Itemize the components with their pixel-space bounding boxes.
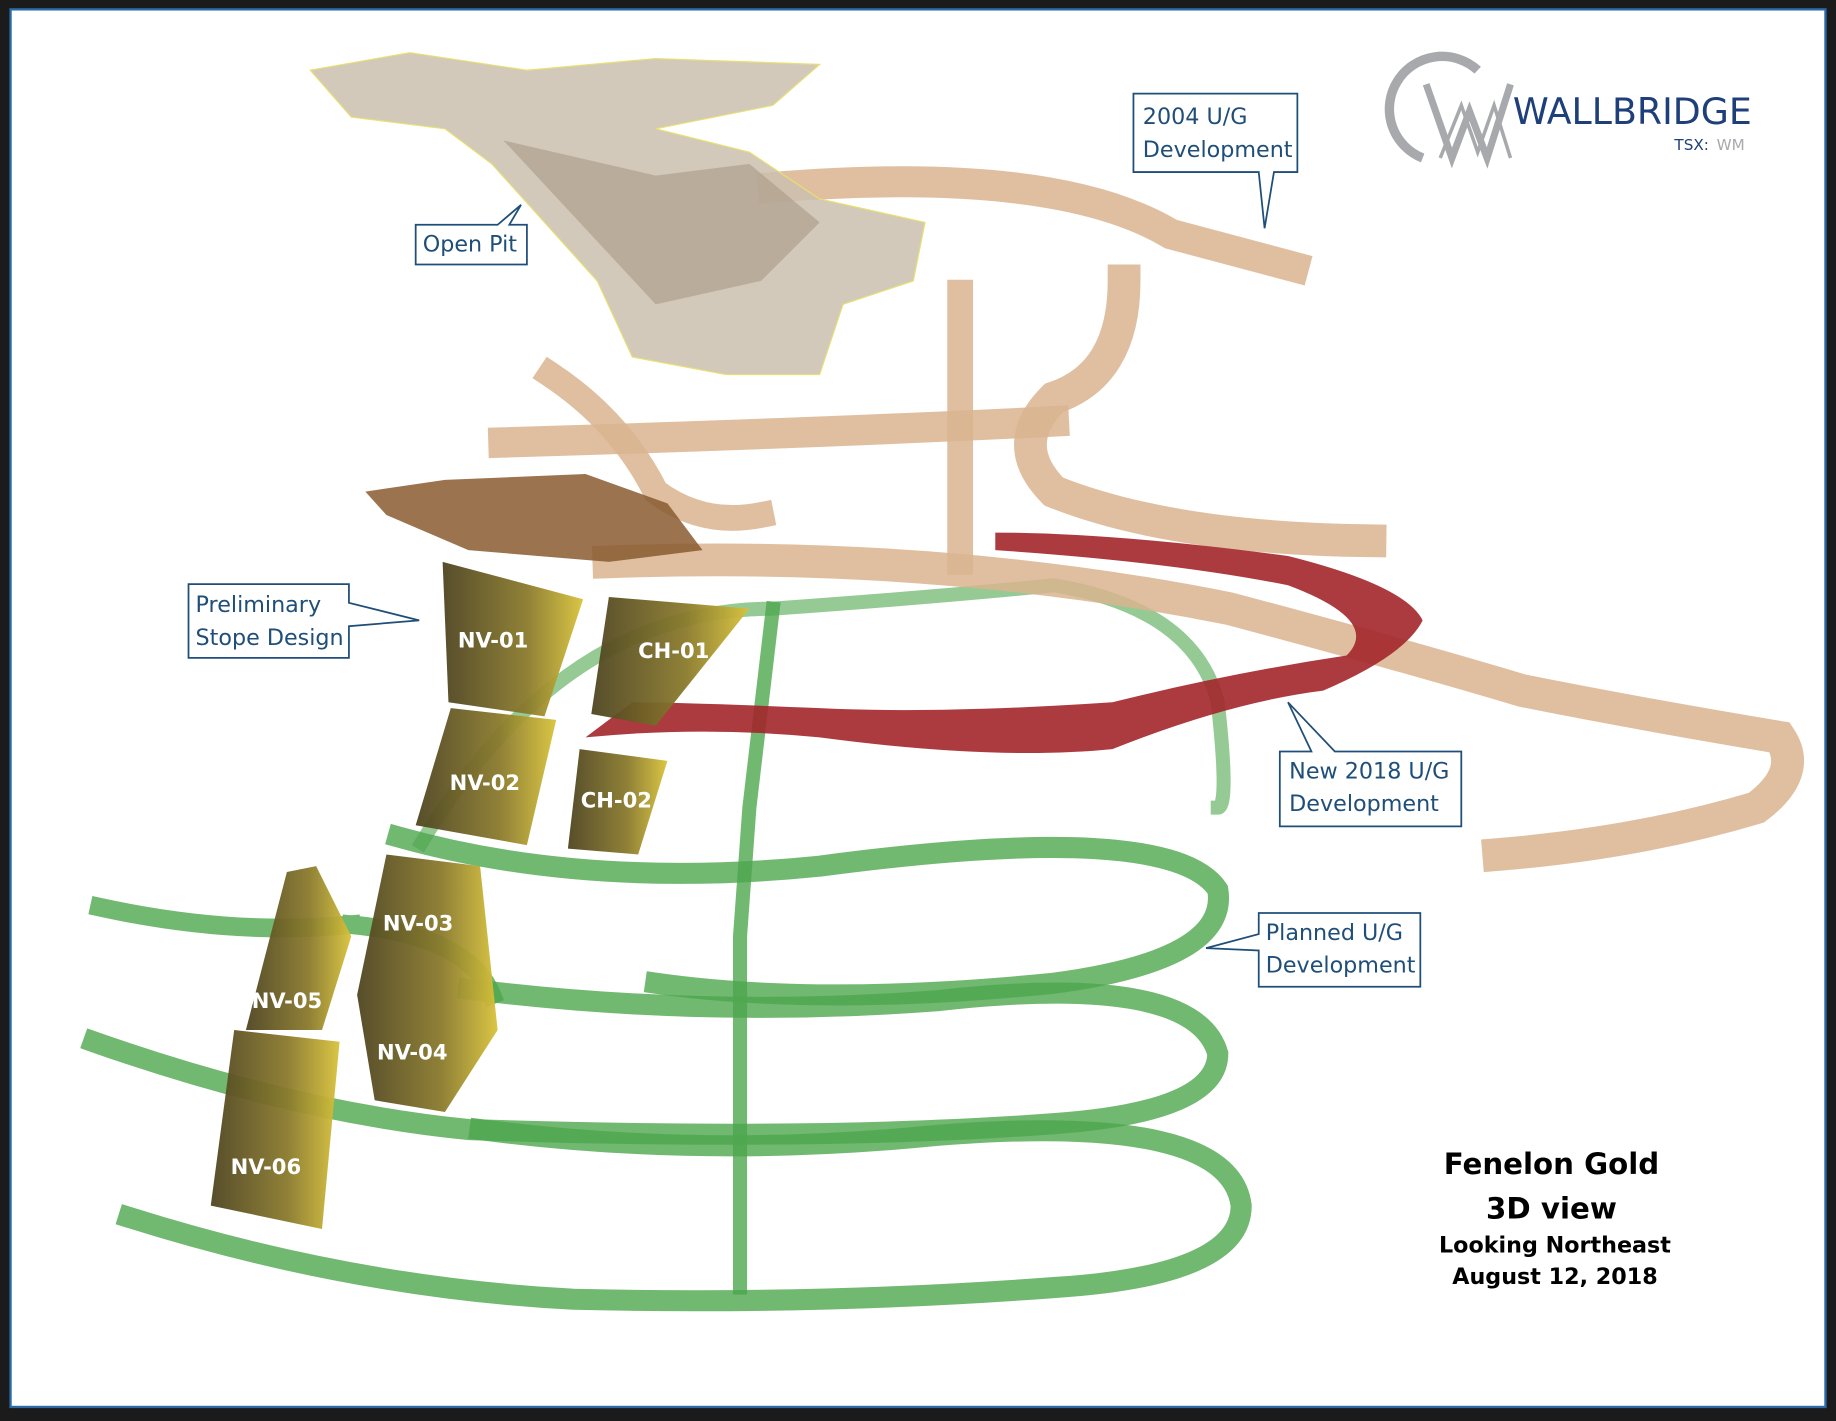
stope-label-nv-01: NV-01 (458, 627, 528, 652)
stope-label-nv-02: NV-02 (450, 770, 520, 795)
stope-label-ch-02: CH-02 (581, 788, 652, 813)
callout-2004-development: 2004 U/G Development (1132, 92, 1299, 229)
logo-wordmark: WALLBRIDGE (1513, 90, 1752, 133)
stope-label-nv-06: NV-06 (231, 1154, 301, 1179)
callout-stope-design: Preliminary Stope Design (187, 583, 420, 659)
logo-ticker: WM (1717, 136, 1745, 154)
callout-open-pit-text: Open Pit (423, 232, 518, 258)
callout-2004-line1: 2004 U/G (1143, 104, 1248, 130)
open-pit (309, 52, 926, 376)
callout-stope-line1: Preliminary (196, 592, 322, 618)
callout-2004-line2: Development (1143, 137, 1293, 163)
callout-planned-line1: Planned U/G (1266, 920, 1403, 946)
stopes (210, 561, 750, 1230)
near-surface-workings (365, 474, 703, 562)
stope-label-nv-04: NV-04 (377, 1039, 447, 1064)
view-direction: Looking Northeast (1439, 1232, 1671, 1258)
existing-development (487, 166, 1804, 873)
callout-open-pit: Open Pit (414, 204, 528, 266)
wallbridge-logo: WALLBRIDGE TSX: WM (1384, 51, 1752, 169)
title-block: Fenelon Gold 3D view Looking Northeast A… (1439, 1147, 1671, 1290)
callout-2018-line2: Development (1289, 791, 1439, 817)
callout-2018-line1: New 2018 U/G (1289, 758, 1449, 784)
stope-label-nv-05: NV-05 (252, 988, 322, 1013)
new-2018-development (585, 532, 1423, 754)
stope-label-ch-01: CH-01 (638, 638, 709, 663)
callout-stope-line2: Stope Design (196, 625, 344, 651)
callout-planned-line2: Development (1266, 953, 1416, 979)
callout-planned-development: Planned U/G Development (1205, 912, 1422, 988)
logo-ticker-prefix: TSX: (1673, 136, 1708, 154)
logo-mark-icon (1384, 51, 1481, 163)
title: Fenelon Gold (1444, 1147, 1660, 1181)
date: August 12, 2018 (1452, 1264, 1657, 1290)
callout-2018-development: New 2018 U/G Development (1278, 701, 1463, 828)
stope-label-nv-03: NV-03 (383, 911, 453, 936)
subtitle: 3D view (1486, 1192, 1617, 1226)
